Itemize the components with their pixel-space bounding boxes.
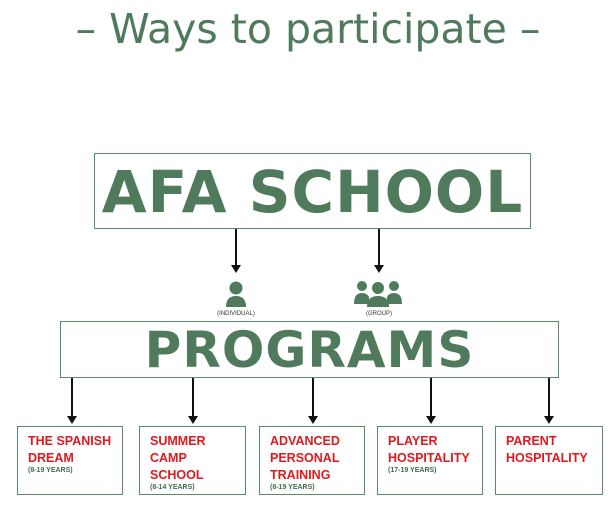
program-box-advanced-training: ADVANCED PERSONAL TRAINING (8-19 YEARS) (259, 426, 365, 495)
program-name: ADVANCED PERSONAL TRAINING (270, 434, 340, 482)
program-name: PLAYER HOSPITALITY (388, 434, 470, 465)
programs-label: PROGRAMS (144, 321, 475, 379)
arrow-program-1 (67, 378, 77, 424)
arrow-program-5 (544, 378, 554, 424)
group-icon (354, 281, 402, 307)
program-age: (8-19 YEARS) (270, 484, 315, 491)
program-box-player-hospitality: PLAYER HOSPITALITY (17-19 YEARS) (377, 426, 483, 495)
program-box-parent-hospitality: PARENT HOSPITALITY (495, 426, 603, 495)
arrow-program-3 (308, 378, 318, 424)
arrow-individual (231, 229, 241, 273)
program-age: (8-14 YEARS) (150, 484, 195, 491)
program-age: (8-19 YEARS) (28, 467, 73, 474)
arrow-program-2 (188, 378, 198, 424)
afa-school-box: AFA SCHOOL (94, 153, 531, 229)
program-name: PARENT HOSPITALITY (506, 434, 588, 465)
person-icon (226, 281, 246, 307)
program-box-spanish-dream: THE SPANISH DREAM (8-19 YEARS) (17, 426, 123, 495)
individual-label: (INDIVIDUAL) (217, 311, 255, 317)
program-name: SUMMER CAMP SCHOOL (150, 434, 206, 482)
arrow-program-4 (426, 378, 436, 424)
programs-box: PROGRAMS (60, 321, 559, 379)
page-title: – Ways to participate – (75, 5, 541, 53)
group-label: (GROUP) (366, 311, 392, 317)
afa-school-label: AFA SCHOOL (101, 158, 524, 226)
program-name: THE SPANISH DREAM (28, 434, 112, 465)
program-box-summer-camp: SUMMER CAMP SCHOOL (8-14 YEARS) (139, 426, 246, 495)
program-age: (17-19 YEARS) (388, 467, 437, 474)
arrow-group (374, 229, 384, 273)
